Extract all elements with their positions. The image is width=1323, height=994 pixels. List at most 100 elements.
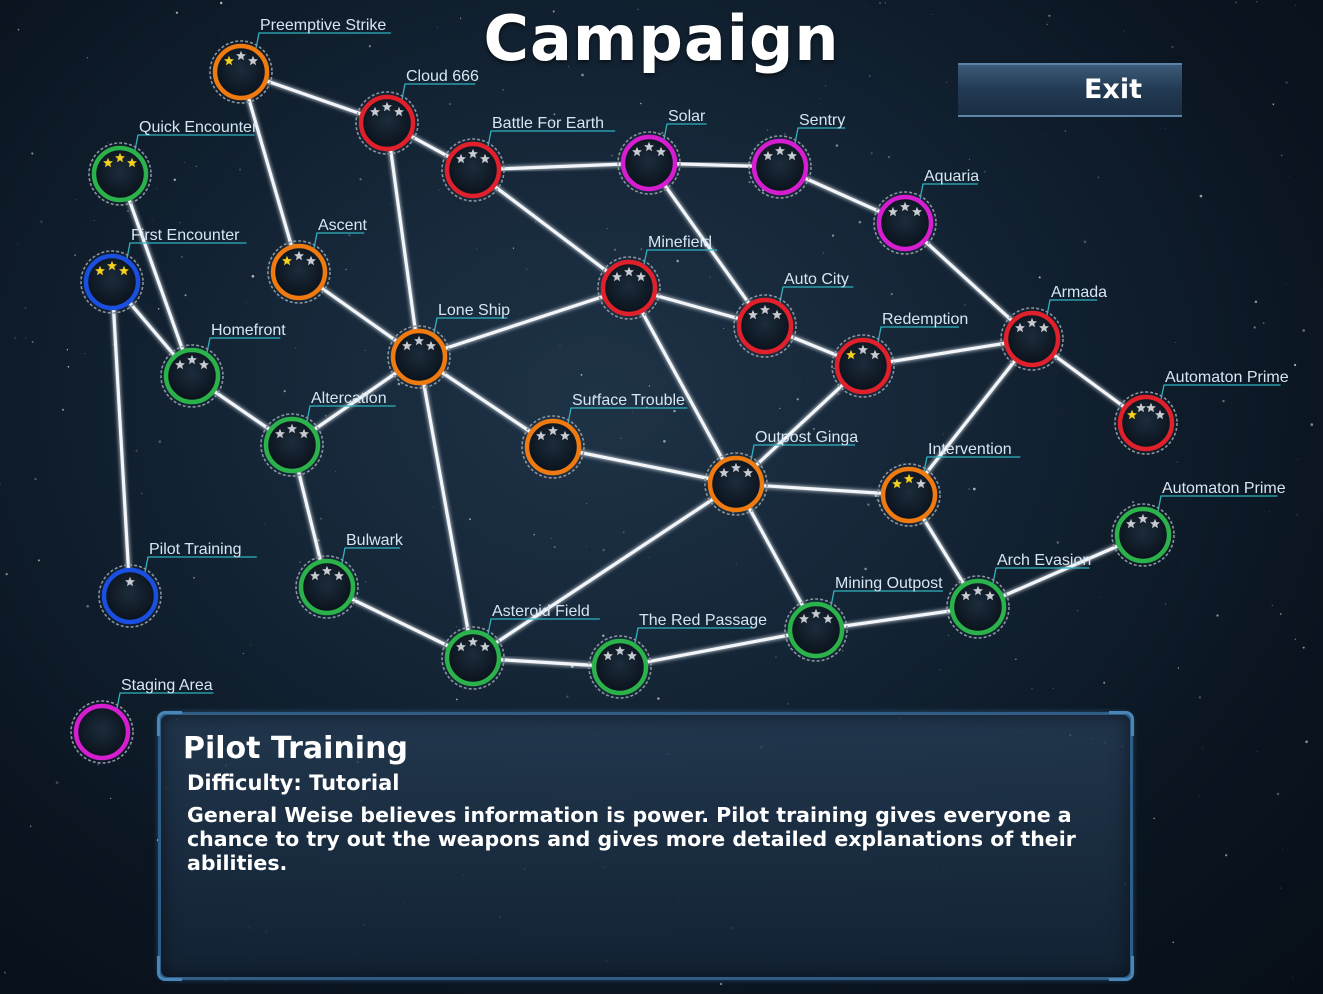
mission-node-surface-trouble[interactable]: Surface Trouble [521,392,688,479]
mission-node-automaton-prime-green[interactable]: Automaton Prime [1111,480,1286,567]
background-star [397,382,401,386]
mission-node-intervention[interactable]: Intervention [877,441,1021,527]
background-star [1279,613,1282,615]
mission-node-sentry[interactable]: Sentry [748,112,845,199]
background-star [534,221,537,223]
background-star [61,408,65,411]
mission-node-quick-encounter[interactable]: Quick Encounter [88,119,258,206]
mission-node-bulwark[interactable]: Bulwark [295,532,404,619]
background-star [819,98,821,100]
mission-node-label: Asteroid Field [492,603,590,620]
background-star [648,556,650,558]
mission-node-redemption[interactable]: Redemption [831,311,968,398]
rating-star-icon [900,201,910,212]
background-star [1165,603,1166,605]
mission-node-homefront[interactable]: Homefront [160,322,286,408]
mission-node-cloud-666[interactable]: Cloud 666 [355,68,479,155]
background-star [553,113,556,116]
background-star [1302,329,1306,332]
background-star [184,294,187,297]
mission-node-solar[interactable]: Solar [617,108,707,195]
background-star [17,243,19,245]
node-outer-ring [295,555,359,619]
rating-star-icon [743,467,753,478]
mission-link [417,355,475,660]
node-label-leader [134,134,255,152]
rating-star-icon [1138,513,1148,524]
mission-node-battle-for-earth[interactable]: Battle For Earth [441,115,616,202]
mission-difficulty: Difficulty: Tutorial [187,771,400,795]
rating-star-icon [322,565,332,576]
node-label-leader [992,567,1090,585]
background-star [640,248,643,250]
background-star [550,537,553,540]
panel-corner [157,956,182,981]
rating-star-icon [382,101,392,112]
mission-node-outpost-ginga[interactable]: Outpost Ginga [704,429,858,516]
rating-star-icon [456,153,466,164]
node-outer-ring [160,344,224,408]
background-star [559,345,561,346]
node-label-leader [634,627,755,645]
mission-title: Pilot Training [183,731,408,766]
mission-node-aquaria[interactable]: Aquaria [873,168,979,255]
mission-node-first-encounter[interactable]: First Encounter [80,227,247,314]
background-star [593,394,596,398]
mission-node-auto-city[interactable]: Auto City [733,271,854,358]
node-outer-ring [1111,503,1175,567]
mission-node-label: Intervention [928,441,1012,458]
background-star [1310,423,1314,426]
mission-node-label: Auto City [784,271,849,288]
background-star [456,626,457,628]
rating-star-icon [775,145,785,156]
background-star [1271,604,1273,607]
background-star [801,655,803,657]
mission-node-label: First Encounter [131,227,240,244]
rating-star-icon [811,608,821,619]
background-star [294,347,296,349]
background-star [551,122,553,124]
background-star [389,992,390,993]
mission-node-pilot-training[interactable]: Pilot Training [98,541,257,628]
mission-node-lone-ship[interactable]: Lone Ship [387,302,510,389]
background-star [868,75,871,77]
background-star [222,36,224,38]
mission-link [618,628,818,669]
mission-node-minefield[interactable]: Minefield [597,234,718,320]
rating-star-icon [414,335,424,346]
background-star [622,531,625,534]
background-star [831,234,835,237]
background-star [327,479,329,481]
rating-star-icon [119,265,129,276]
background-star [448,103,451,106]
mission-link [976,533,1145,609]
background-star [219,1,223,5]
mission-node-staging-area[interactable]: Staging Area [70,677,214,764]
background-star [97,763,100,766]
background-star [183,161,185,163]
mission-node-automaton-prime-red[interactable]: Automaton Prime [1114,369,1289,455]
mission-link [903,221,1034,341]
mission-node-preemptive-strike[interactable]: Preemptive Strike [209,17,391,104]
rating-star-icon [916,478,926,489]
rating-star-icon [306,255,316,266]
mission-node-armada[interactable]: Armada [1000,284,1107,371]
mission-node-ascent[interactable]: Ascent [267,217,367,304]
background-star [309,244,312,246]
background-star [1052,687,1054,689]
rating-star-icon [624,266,634,277]
mission-node-altercation[interactable]: Altercation [260,390,396,477]
background-star [464,347,466,349]
exit-button[interactable]: Exit [958,63,1182,117]
rating-star-icon [615,645,625,656]
mission-node-mining-outpost[interactable]: Mining Outpost [784,575,943,662]
background-star [40,220,43,224]
background-star [100,108,102,110]
background-star [648,385,651,387]
background-star [1297,458,1299,460]
background-star [1294,4,1296,6]
mission-node-asteroid-field[interactable]: Asteroid Field [441,603,600,690]
mission-node-the-red-passage[interactable]: The Red Passage [588,612,767,699]
background-star [110,797,112,800]
mission-node-arch-evasion[interactable]: Arch Evasion [946,552,1091,639]
